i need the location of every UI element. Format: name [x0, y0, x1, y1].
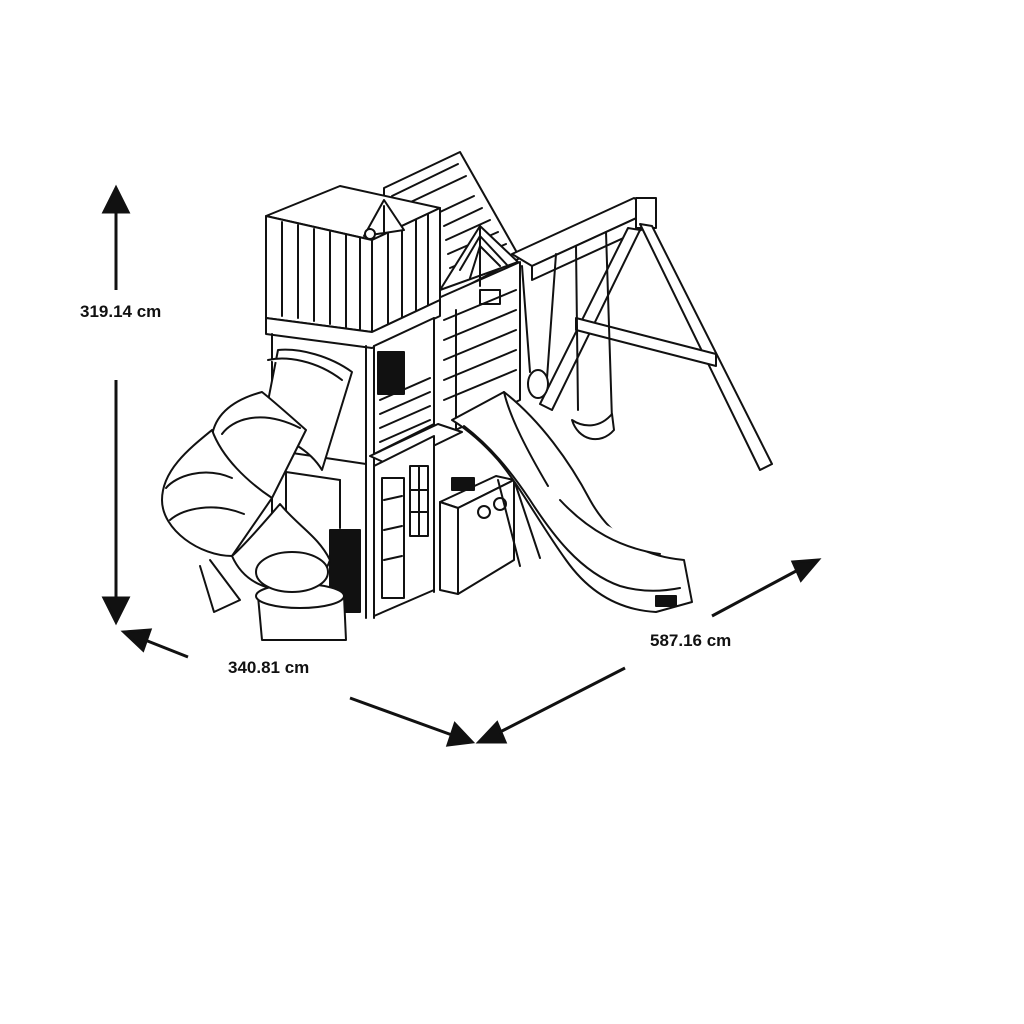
depth-dimension-arrow: [120, 628, 476, 747]
height-dimension-arrow: [101, 184, 131, 626]
width-dimension-arrow: [475, 558, 822, 744]
width-label: 587.16 cm: [650, 631, 732, 650]
tube-slide: [161, 348, 353, 641]
play-kitchen: [439, 475, 541, 595]
playset-illustration: [161, 151, 773, 641]
swing-set: [511, 197, 773, 471]
depth-label: 340.81 cm: [228, 658, 310, 677]
wave-slide: [451, 391, 693, 613]
height-label: 319.14 cm: [80, 302, 162, 321]
tower: [265, 185, 463, 619]
